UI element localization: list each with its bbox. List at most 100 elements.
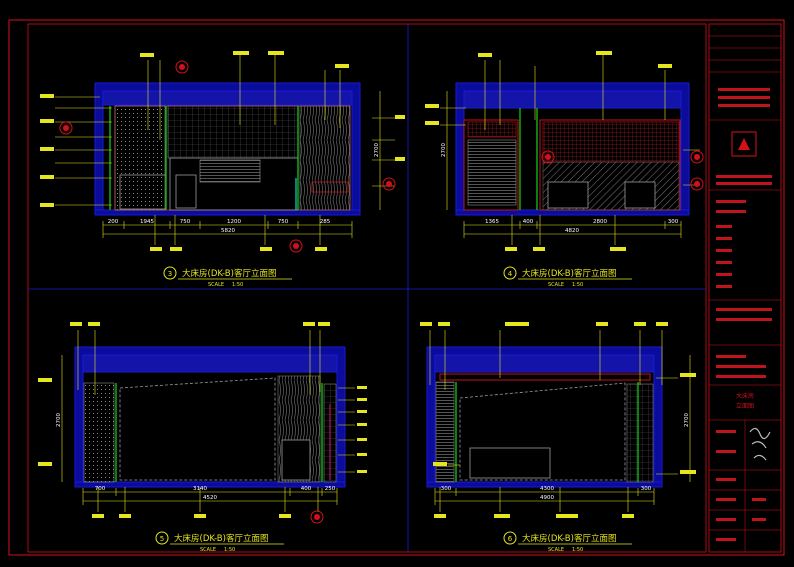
view3-ceiling (82, 354, 338, 373)
view2-tags (541, 150, 704, 191)
view4-title: 大床房(DK-B)客厅立面图 (522, 533, 616, 544)
view1-dim-total: 5820 (221, 228, 235, 234)
view1-dim-6: 285 (320, 219, 331, 225)
view2-dim-4: 300 (668, 219, 679, 225)
view3-floor-slab (74, 481, 346, 488)
view3-title-block: 5 大床房(DK-B)客厅立面图 SCALE 1:50 (155, 531, 284, 553)
view3-mirror-outline (119, 377, 276, 481)
view1-scale: 1:50 (232, 282, 243, 288)
svg-text:5: 5 (160, 535, 164, 543)
view2-scale-label: SCALE (548, 282, 564, 288)
view3-tags (310, 510, 324, 524)
view2-dimension-line (463, 221, 682, 238)
view1-height-label: 2700 (374, 143, 380, 157)
view3-dim-1: 700 (95, 486, 106, 492)
view4-dimension-line (434, 488, 655, 505)
svg-text:3: 3 (168, 270, 172, 278)
view4-ceiling (434, 354, 655, 373)
view2-title: 大床房(DK-B)客厅立面图 (522, 268, 616, 279)
view4-height-label: 2700 (684, 413, 690, 427)
view2-scale: 1:50 (572, 282, 583, 288)
view4-dim-2: 4300 (540, 486, 554, 492)
view1-small-labels (40, 51, 405, 251)
elevation-view-4: 300 4300 300 4900 2700 6 大床房(DK-B)客厅立面图 … (420, 322, 696, 553)
view2-ceiling (463, 90, 682, 109)
view3-chair (281, 439, 311, 481)
view1-sofa (199, 159, 261, 183)
view1-wood-panel (299, 105, 351, 211)
view4-mirror-outline (459, 382, 626, 481)
view4-small-labels (420, 322, 696, 518)
view3-title: 大床房(DK-B)客厅立面图 (174, 533, 268, 544)
view2-dim-3: 2800 (593, 219, 607, 225)
elevation-view-1: 200 1945 750 1200 750 285 5820 2700 (40, 51, 405, 288)
view3-scale-label: SCALE (200, 547, 216, 553)
view3-dim-total: 4520 (203, 495, 217, 501)
title-block-project: 大床房 (736, 392, 754, 400)
view3-scale: 1:50 (224, 547, 235, 553)
view1-title: 大床房(DK-B)客厅立面图 (182, 268, 276, 279)
svg-text:4: 4 (508, 270, 513, 278)
view3-left-panel (83, 382, 115, 483)
view4-dim-3: 300 (641, 486, 652, 492)
elevation-view-3: 700 3140 400 250 4520 2700 5 大床房(DK-B)客厅… (38, 322, 367, 553)
view1-scale-label: SCALE (208, 282, 224, 288)
svg-text:6: 6 (508, 535, 513, 543)
view4-bed (469, 447, 551, 479)
view2-headboard-band (467, 121, 517, 138)
view2-bed (547, 181, 589, 209)
view3-leaders (77, 330, 355, 512)
sheet-inner-border (27, 23, 707, 553)
view2-dim-1: 1365 (485, 219, 499, 225)
view1-chair (175, 174, 197, 209)
view1-dim-4: 1200 (227, 219, 241, 225)
view4-curtain-box (439, 373, 651, 381)
view2-dim-2: 400 (523, 219, 534, 225)
sheet-border (8, 19, 785, 556)
title-block: 大床房 立面图 (708, 23, 782, 553)
view2-title-block: 4 大床房(DK-B)客厅立面图 SCALE 1:50 (503, 266, 632, 288)
view1-ceiling (102, 90, 353, 106)
title-block-drawing: 立面图 (736, 402, 754, 410)
view1-center-panel (167, 105, 299, 159)
view1-title-block: 3 大床房(DK-B)客厅立面图 SCALE 1:50 (163, 266, 292, 288)
view4-scale: 1:50 (572, 547, 583, 553)
view1-tv (311, 181, 349, 193)
view2-dim-total: 4820 (565, 228, 579, 234)
view1-dimension-line (102, 221, 353, 238)
view4-leaders (429, 330, 678, 512)
view3-dimension-line (82, 488, 338, 505)
view1-floor-slab (94, 209, 361, 216)
view3-small-labels (38, 322, 367, 518)
view1-dim-1: 200 (108, 219, 119, 225)
view4-scale-label: SCALE (548, 547, 564, 553)
view1-dim-5: 750 (278, 219, 289, 225)
company-logo (731, 131, 757, 157)
view2-headboard-wall (463, 119, 519, 211)
view2-floor-slab (455, 209, 690, 216)
view4-right-cabinet (626, 383, 654, 483)
view4-floor-slab (426, 481, 663, 488)
view3-dim-2: 3140 (193, 486, 207, 492)
view1-dim-3: 750 (180, 219, 191, 225)
view1-leaders (55, 55, 395, 245)
view4-left-panel (435, 381, 455, 483)
view2-wardrobe (467, 139, 517, 206)
designer-signature (749, 427, 771, 461)
view2-chair (624, 181, 656, 209)
view1-dim-2: 1945 (140, 219, 154, 225)
elevation-view-2: 1365 400 2800 300 4820 2700 4 大床房(DK-B)客… (425, 51, 704, 288)
view3-dim-3: 400 (301, 486, 312, 492)
view2-upper-panel (542, 121, 680, 163)
view2-leaders (440, 55, 700, 245)
view4-dim-total: 4900 (540, 495, 554, 501)
view2-height-label: 2700 (441, 143, 447, 157)
view1-left-panel (114, 105, 166, 211)
view3-height-label: 2700 (56, 413, 62, 427)
view1-tags (59, 60, 396, 253)
view3-dim-4: 250 (325, 486, 336, 492)
view4-dim-1: 300 (441, 486, 452, 492)
view4-title-block: 6 大床房(DK-B)客厅立面图 SCALE 1:50 (503, 531, 632, 553)
view2-small-labels (425, 51, 672, 251)
